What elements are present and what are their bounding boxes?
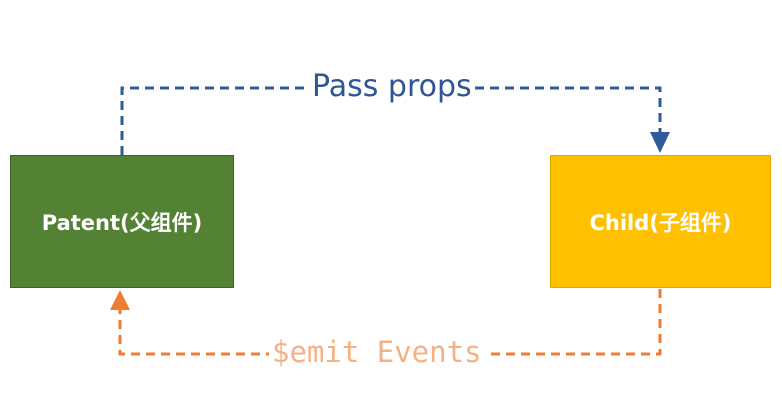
parent-component-box: Patent(父组件) (10, 155, 234, 288)
props-arrowhead (650, 132, 670, 153)
emit-arrowhead (110, 290, 130, 310)
child-component-label: Child(子组件) (589, 210, 732, 235)
child-component-box: Child(子组件) (550, 155, 771, 288)
pass-props-label: Pass props (309, 72, 475, 102)
parent-component-label: Patent(父组件) (41, 210, 203, 235)
emit-events-label: $emit Events (269, 338, 485, 367)
